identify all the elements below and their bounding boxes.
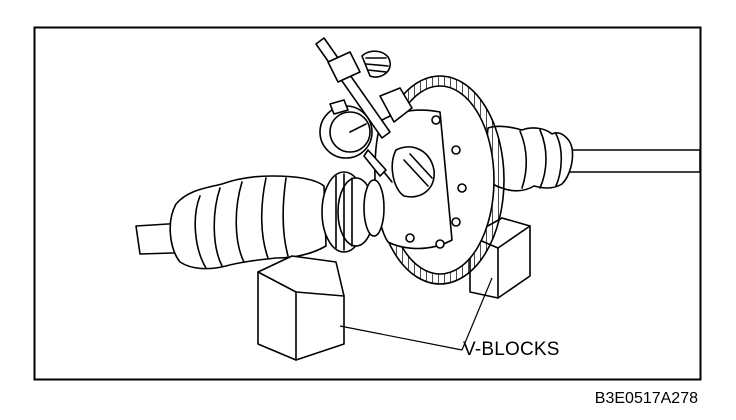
magnetic-stand [315, 37, 413, 139]
right-axle-shaft [559, 149, 701, 173]
differential-case [374, 109, 467, 250]
v-blocks-callout-label: V-BLOCKS [463, 339, 560, 360]
callout-leader-lines [339, 277, 493, 351]
figure-code: B3E0517A278 [594, 390, 698, 407]
right-axle-boot [483, 125, 574, 192]
left-axle-boot [169, 175, 327, 270]
side-bearing [321, 171, 385, 253]
left-v-block [257, 255, 345, 361]
dial-indicator-icon [319, 99, 393, 183]
figure-frame [33, 26, 702, 381]
